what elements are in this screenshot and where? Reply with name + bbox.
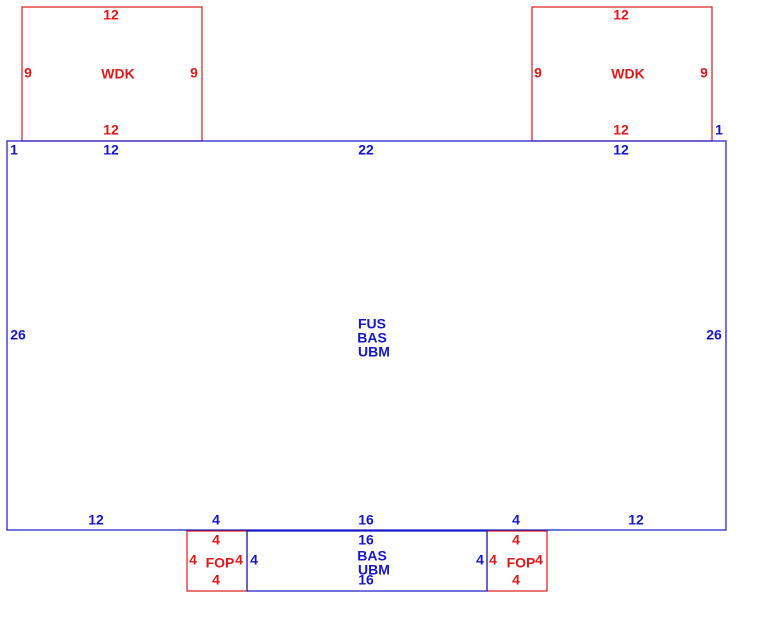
main-top-left-end-dim: 1 — [10, 142, 18, 158]
main-bottom-center-dim: 16 — [358, 512, 374, 528]
bay-left-dim: 4 — [250, 552, 258, 568]
main-top-right-end-dim: 1 — [715, 122, 723, 138]
fop-left-left-dim: 4 — [189, 552, 197, 568]
wdk-right-left-dim: 9 — [534, 65, 542, 81]
fop-left-top-dim: 4 — [212, 532, 220, 548]
bay-label-1: BAS — [357, 548, 387, 564]
main-area-label-2: BAS — [357, 330, 387, 346]
main-area-label-3: UBM — [358, 344, 390, 360]
main-bottom-left-dim: 12 — [88, 512, 104, 528]
fop-right-bottom-dim: 4 — [512, 572, 520, 588]
main-area-outline — [6, 140, 727, 531]
wdk-right-bottom-dim: 12 — [613, 122, 629, 138]
main-left-dim: 26 — [10, 327, 26, 343]
bay-outline — [246, 530, 488, 592]
wdk-right-top-dim: 12 — [613, 7, 629, 23]
bay-top-dim: 16 — [358, 532, 374, 548]
fop-right-left-dim: 4 — [489, 552, 497, 568]
main-area-label-1: FUS — [358, 316, 386, 332]
wdk-left-right-dim: 9 — [190, 65, 198, 81]
fop-right-top-dim: 4 — [512, 532, 520, 548]
fop-left-label: FOP — [206, 555, 235, 571]
fop-right-right-dim: 4 — [535, 552, 543, 568]
wdk-left-left-dim: 9 — [24, 65, 32, 81]
wdk-right-right-dim: 9 — [700, 65, 708, 81]
wdk-left-label: WDK — [101, 66, 134, 82]
wdk-left-bottom-dim: 12 — [103, 122, 119, 138]
bay-bottom-dim: 16 — [358, 572, 374, 588]
fop-right-label: FOP — [507, 555, 536, 571]
main-top-center-dim: 22 — [358, 142, 374, 158]
fop-left-right-dim: 4 — [235, 552, 243, 568]
main-bottom-right-dim: 12 — [628, 512, 644, 528]
wdk-right-label: WDK — [611, 66, 644, 82]
main-bottom-notch-right-dim: 4 — [512, 512, 520, 528]
fop-left-bottom-dim: 4 — [212, 572, 220, 588]
main-top-left-dim: 12 — [103, 142, 119, 158]
bay-label-2: UBM — [358, 562, 390, 578]
main-right-dim: 26 — [706, 327, 722, 343]
bay-right-dim: 4 — [476, 552, 484, 568]
main-bottom-notch-left-dim: 4 — [212, 512, 220, 528]
wdk-left-top-dim: 12 — [103, 7, 119, 23]
main-top-right-dim: 12 — [613, 142, 629, 158]
